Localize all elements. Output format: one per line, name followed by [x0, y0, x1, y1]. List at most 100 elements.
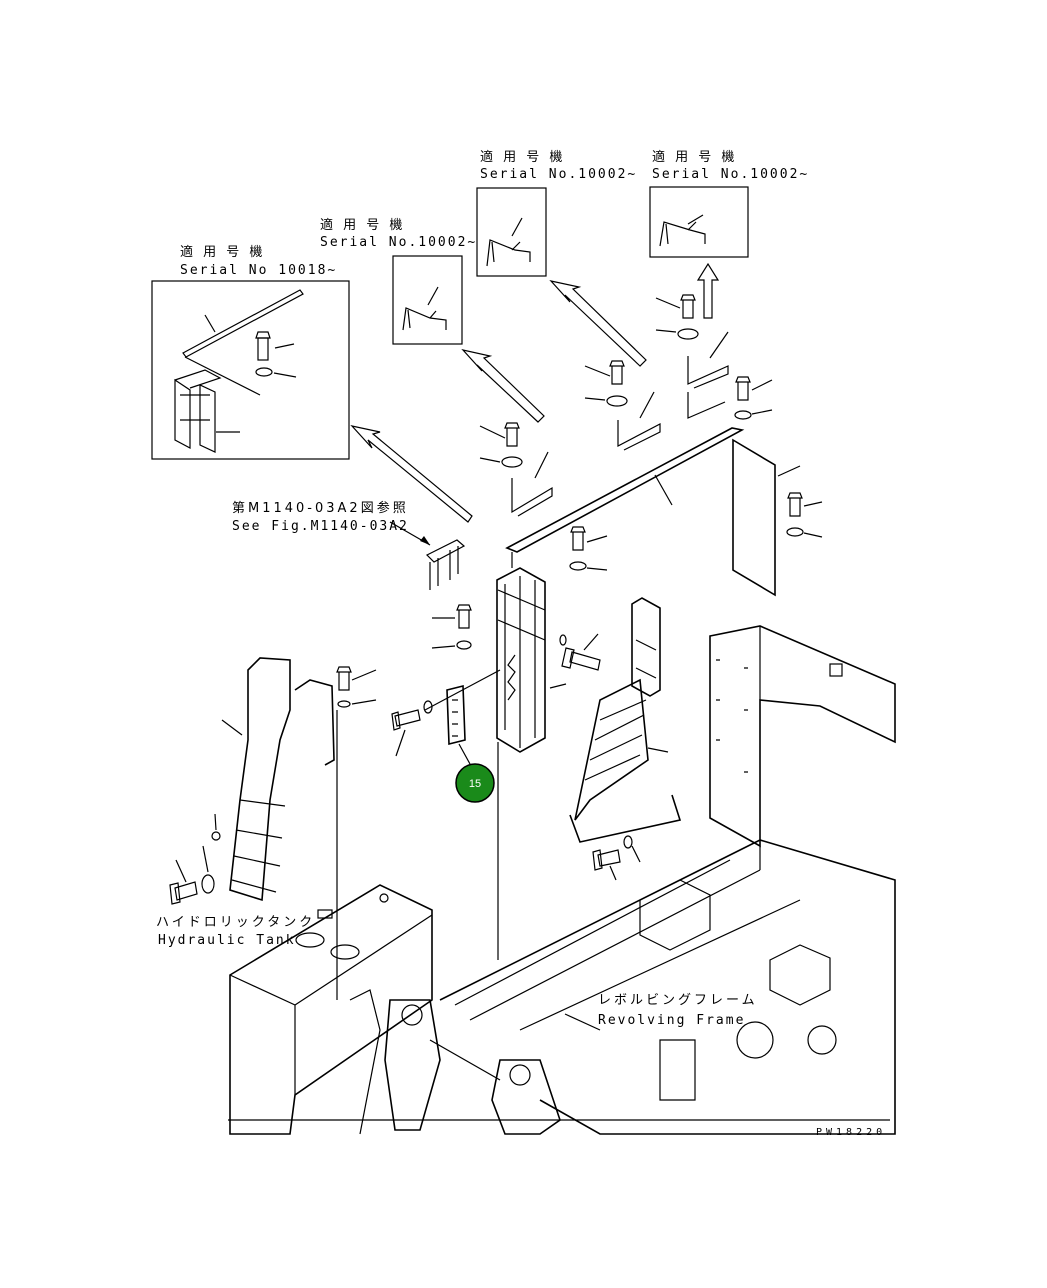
revolving-frame: レボルビングフレーム Revolving Frame — [228, 839, 896, 1135]
washer-8 — [337, 700, 351, 708]
arrow-to-inset-1 — [350, 425, 473, 523]
boom-foot-right — [491, 1059, 561, 1135]
washer-6 — [569, 561, 587, 571]
inset-4-jp-label: 適 用 号 機 — [652, 149, 737, 165]
ref-ladder-part — [425, 539, 466, 590]
inset-4-bracket — [659, 221, 706, 247]
inset-4-frame — [649, 186, 749, 258]
inset-2-jp-label: 適 用 号 機 — [320, 217, 405, 233]
assembly-guide-lines — [336, 710, 761, 1000]
right-wall-hole — [829, 663, 843, 677]
ref-arrowhead — [420, 536, 430, 545]
right-side-panel — [732, 438, 776, 597]
right-ladder-rail-top — [631, 597, 661, 697]
inset-serial-10002-b: 適 用 号 機 Serial No.10002~ — [476, 149, 637, 277]
bolt-5 — [787, 492, 803, 517]
washer-10 — [559, 634, 567, 646]
inset-2-frame — [392, 255, 463, 345]
frame-deck-outline — [439, 839, 896, 1135]
inset-serial-10002-a: 適 用 号 機 Serial No.10002~ — [320, 217, 477, 345]
upper-rail — [505, 427, 745, 553]
arrow-to-inset-3 — [549, 280, 647, 367]
plate-part-15 — [446, 684, 466, 746]
center-frame-body — [496, 567, 546, 753]
ref-en-label: See Fig.M1140-03A2 — [232, 519, 409, 534]
washer-4 — [734, 410, 752, 420]
frame-hole-1 — [736, 1021, 774, 1059]
see-figure-reference: 第M1140-03A2図参照 See Fig.M1140-03A2 — [232, 500, 466, 590]
inset-1-frame — [151, 280, 350, 460]
revolving-frame-jp-label: レボルビングフレーム — [598, 993, 758, 1008]
inset-1-washer — [255, 367, 273, 377]
inset-3-bracket — [486, 239, 531, 267]
arrow-to-inset-2 — [461, 349, 545, 423]
bolt-9 — [391, 709, 421, 731]
washer-7 — [456, 640, 472, 650]
right-wall-panel — [709, 625, 896, 848]
bolt-1 — [504, 422, 520, 447]
washer-1 — [501, 456, 523, 468]
frame-mount-3 — [659, 1039, 696, 1101]
inset-3-serial-label: Serial No.10002~ — [480, 167, 637, 182]
tank-cap-2 — [330, 944, 360, 960]
callout-15[interactable]: 15 — [455, 763, 495, 803]
center-ladder-frame — [391, 567, 601, 765]
nut-12 — [211, 831, 221, 841]
inset-serial-10002-c: 適 用 号 機 Serial No.10002~ — [649, 149, 809, 258]
bolt-7 — [456, 604, 472, 629]
drawing-code: PW18220 — [816, 1127, 886, 1138]
callout-15-number: 15 — [469, 778, 481, 790]
revolving-frame-en-label: Revolving Frame — [598, 1013, 745, 1028]
arrow-to-inset-4 — [696, 262, 720, 319]
boom-foot-left — [384, 999, 441, 1131]
inset-2-serial-label: Serial No.10002~ — [320, 235, 477, 250]
left-ladder — [169, 657, 335, 905]
washer-11 — [623, 835, 633, 849]
washer-12 — [201, 874, 215, 894]
bolt-3 — [680, 294, 696, 319]
right-ladder-body — [574, 678, 649, 821]
reference-arrows — [350, 262, 720, 523]
inset-1-serial-label: Serial No 10018~ — [180, 263, 337, 278]
washer-5 — [786, 527, 804, 537]
rail-bracket-2 — [617, 420, 661, 451]
frame-mount-1 — [639, 879, 711, 951]
bolt-12 — [169, 881, 198, 905]
inset-1-ladder-section — [174, 369, 222, 453]
inset-serial-10018: 適 用 号 機 Serial No 10018~ — [151, 244, 350, 460]
rail-bracket-1 — [511, 478, 553, 517]
bolt-8 — [336, 666, 352, 691]
washer-9 — [423, 700, 433, 714]
callout-15-circle[interactable] — [455, 763, 495, 803]
left-ladder-rungs — [231, 799, 286, 893]
bolt-11 — [592, 849, 621, 871]
hydraulic-tank-en-label: Hydraulic Tank — [158, 933, 296, 948]
bolt-2 — [609, 360, 625, 385]
hydraulic-tank: ハイドロリックタンク Hydraulic Tank — [156, 884, 433, 1135]
washer-3 — [677, 328, 699, 340]
left-ladder-outer — [229, 657, 291, 902]
frame-mount-2 — [769, 944, 831, 1006]
right-ladder — [569, 597, 682, 881]
hydraulic-tank-jp-label: ハイドロリックタンク — [156, 915, 315, 930]
frame-hole-2 — [807, 1025, 837, 1055]
right-ladder-base — [569, 794, 682, 843]
inset-1-bolt — [257, 337, 269, 361]
bolt-10 — [561, 647, 601, 671]
inset-3-jp-label: 適 用 号 機 — [480, 149, 565, 165]
inset-1-rail — [182, 289, 304, 358]
washer-2 — [606, 395, 628, 407]
upper-rail-assembly — [505, 331, 801, 597]
tank-cap-1 — [295, 932, 325, 948]
inset-3-frame — [476, 187, 547, 277]
bolt-6 — [570, 526, 586, 551]
right-deck — [709, 625, 896, 848]
center-frame-wave — [507, 654, 516, 701]
ref-jp-label: 第M1140-03A2図参照 — [232, 500, 409, 516]
left-ladder-handrail — [294, 679, 335, 766]
rail-bracket-3 — [687, 356, 729, 389]
inset-1-jp-label: 適 用 号 機 — [180, 244, 265, 260]
inset-4-serial-label: Serial No.10002~ — [652, 167, 809, 182]
tank-body — [229, 884, 433, 1135]
